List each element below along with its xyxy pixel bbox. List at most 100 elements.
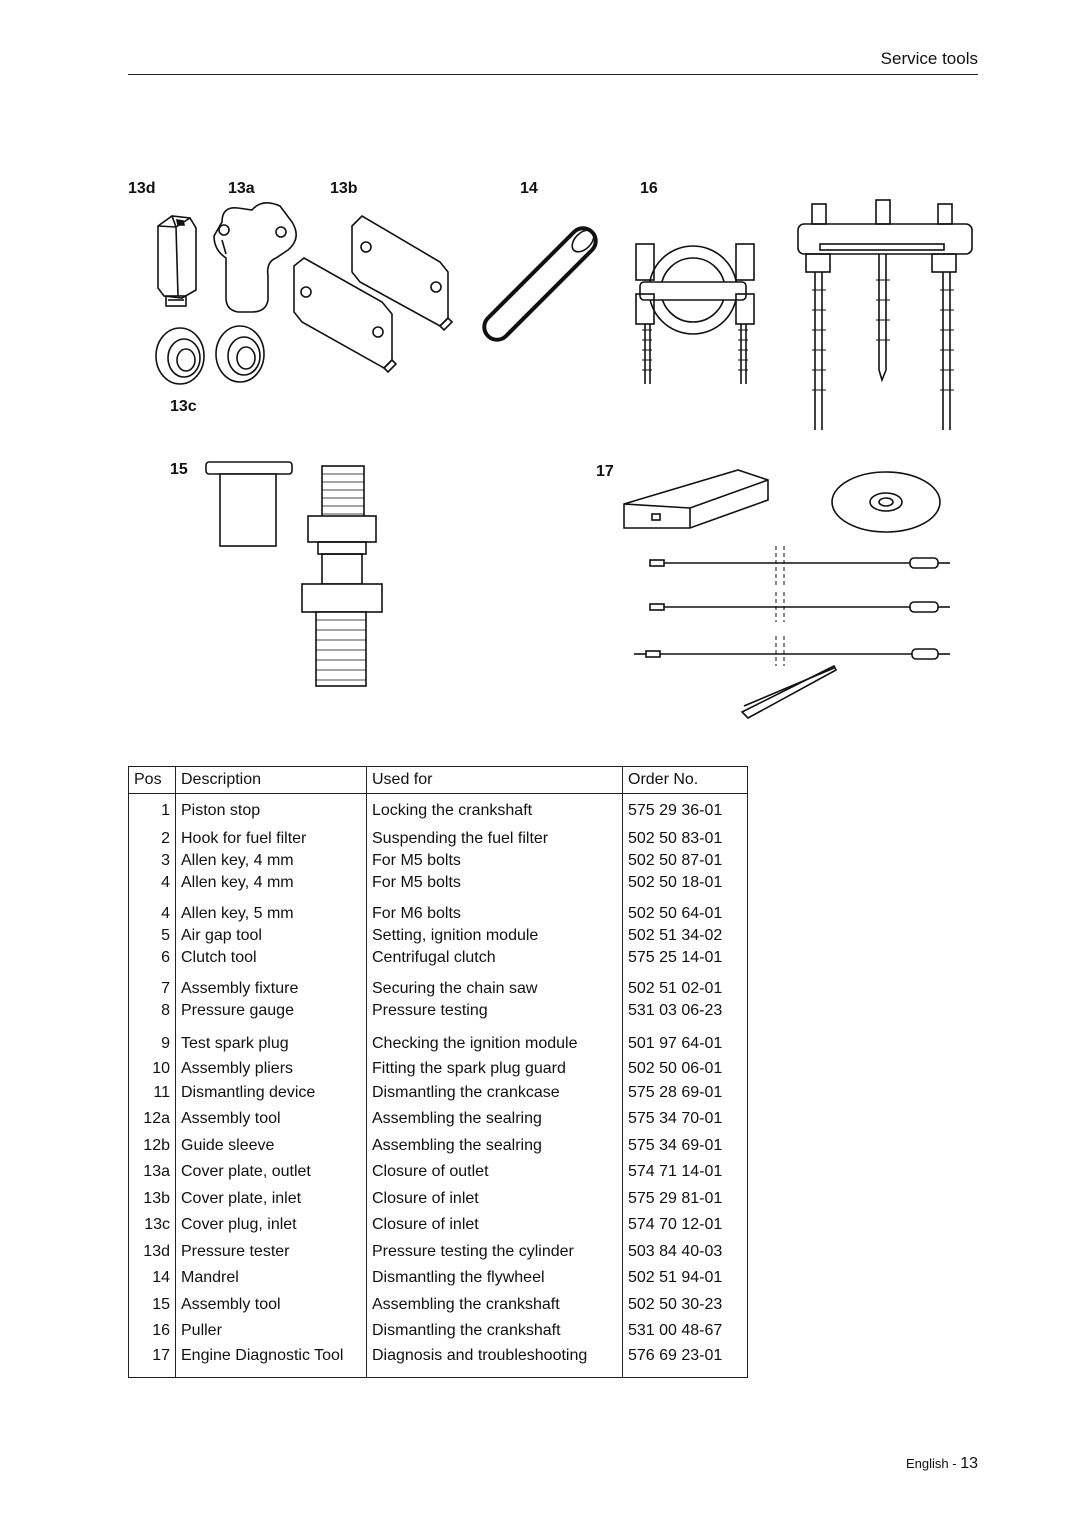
row-used-for: Dismantling the crankshaft	[366, 1318, 623, 1345]
row-pos: 13d	[128, 1238, 176, 1265]
pressure-tester-13d-drawing	[157, 215, 197, 307]
row-order-no: 502 51 94-01	[622, 1265, 748, 1292]
assembly-tool-15-drawing	[205, 461, 383, 687]
row-order-no: 574 70 12-01	[622, 1212, 748, 1239]
row-pos: 4	[128, 903, 176, 925]
row-used-for: Setting, ignition module	[366, 925, 623, 947]
table-header-row: Pos Description Used for Order No.	[128, 766, 748, 794]
tweezers-17-drawing	[740, 664, 838, 719]
row-used-for: Assembling the sealring	[366, 1132, 623, 1159]
software-disc-17-drawing	[831, 471, 941, 533]
row-pos: 1	[128, 793, 176, 828]
row-order-no: 502 50 83-01	[622, 828, 748, 850]
row-pos: 17	[128, 1344, 176, 1378]
cover-plate-inlet-13b-drawing	[293, 214, 454, 374]
row-pos: 12a	[128, 1106, 176, 1133]
row-description: Assembly tool	[175, 1106, 367, 1133]
row-used-for: Assembling the sealring	[366, 1106, 623, 1133]
row-used-for: Dismantling the crankcase	[366, 1079, 623, 1106]
label-13d: 13d	[128, 180, 156, 197]
row-description: Clutch tool	[175, 947, 367, 978]
row-description: Pressure gauge	[175, 1000, 367, 1031]
row-description: Cover plate, outlet	[175, 1159, 367, 1186]
row-description: Puller	[175, 1318, 367, 1345]
row-order-no: 575 25 14-01	[622, 947, 748, 978]
row-description: Dismantling device	[175, 1079, 367, 1106]
label-14: 14	[520, 180, 538, 197]
row-description: Assembly fixture	[175, 978, 367, 1000]
row-pos: 14	[128, 1265, 176, 1292]
col-pos-header: Pos	[128, 766, 176, 794]
footer-language: English -	[906, 1456, 957, 1471]
row-description: Engine Diagnostic Tool	[175, 1344, 367, 1378]
row-description: Cover plate, inlet	[175, 1185, 367, 1212]
row-order-no: 502 50 87-01	[622, 850, 748, 872]
row-pos: 4	[128, 872, 176, 903]
row-used-for: Pressure testing the cylinder	[366, 1238, 623, 1265]
row-used-for: Locking the crankshaft	[366, 793, 623, 828]
puller-bar-16-drawing	[797, 199, 973, 430]
cover-plate-outlet-13a-drawing	[213, 202, 297, 313]
row-description: Pressure tester	[175, 1238, 367, 1265]
row-used-for: Checking the ignition module	[366, 1031, 623, 1058]
row-description: Cover plug, inlet	[175, 1212, 367, 1239]
row-order-no: 575 34 69-01	[622, 1132, 748, 1159]
col-description-header: Description	[175, 766, 367, 794]
col-order-no-header: Order No.	[622, 766, 748, 794]
label-15: 15	[170, 461, 188, 478]
header-rule	[128, 74, 978, 75]
row-description: Assembly pliers	[175, 1057, 367, 1080]
row-used-for: Diagnosis and troubleshooting	[366, 1344, 623, 1378]
row-order-no: 502 50 06-01	[622, 1057, 748, 1080]
row-pos: 13b	[128, 1185, 176, 1212]
row-order-no: 575 29 36-01	[622, 793, 748, 828]
row-order-no: 502 50 30-23	[622, 1291, 748, 1318]
row-description: Test spark plug	[175, 1031, 367, 1058]
row-pos: 12b	[128, 1132, 176, 1159]
row-description: Hook for fuel filter	[175, 828, 367, 850]
row-pos: 3	[128, 850, 176, 872]
row-used-for: For M5 bolts	[366, 872, 623, 903]
row-order-no: 531 00 48-67	[622, 1318, 748, 1345]
row-used-for: Securing the chain saw	[366, 978, 623, 1000]
label-13b: 13b	[330, 180, 358, 197]
row-description: Allen key, 4 mm	[175, 872, 367, 903]
row-description: Piston stop	[175, 793, 367, 828]
diagnostic-box-17-drawing	[623, 469, 769, 529]
puller-16-drawing	[635, 243, 755, 384]
row-description: Allen key, 5 mm	[175, 903, 367, 925]
row-description: Mandrel	[175, 1265, 367, 1292]
row-order-no: 502 51 34-02	[622, 925, 748, 947]
row-pos: 10	[128, 1057, 176, 1080]
row-pos: 5	[128, 925, 176, 947]
page-footer: English - 13	[906, 1455, 978, 1473]
service-tools-illustration	[155, 199, 973, 719]
row-order-no: 576 69 23-01	[622, 1344, 748, 1378]
row-description: Allen key, 4 mm	[175, 850, 367, 872]
mandrel-14-drawing	[482, 226, 598, 342]
label-16: 16	[640, 180, 658, 197]
row-order-no: 575 29 81-01	[622, 1185, 748, 1212]
row-used-for: Centrifugal clutch	[366, 947, 623, 978]
row-order-no: 502 50 64-01	[622, 903, 748, 925]
row-pos: 15	[128, 1291, 176, 1318]
label-17: 17	[596, 463, 614, 480]
row-used-for: Fitting the spark plug guard	[366, 1057, 623, 1080]
row-used-for: Closure of inlet	[366, 1185, 623, 1212]
